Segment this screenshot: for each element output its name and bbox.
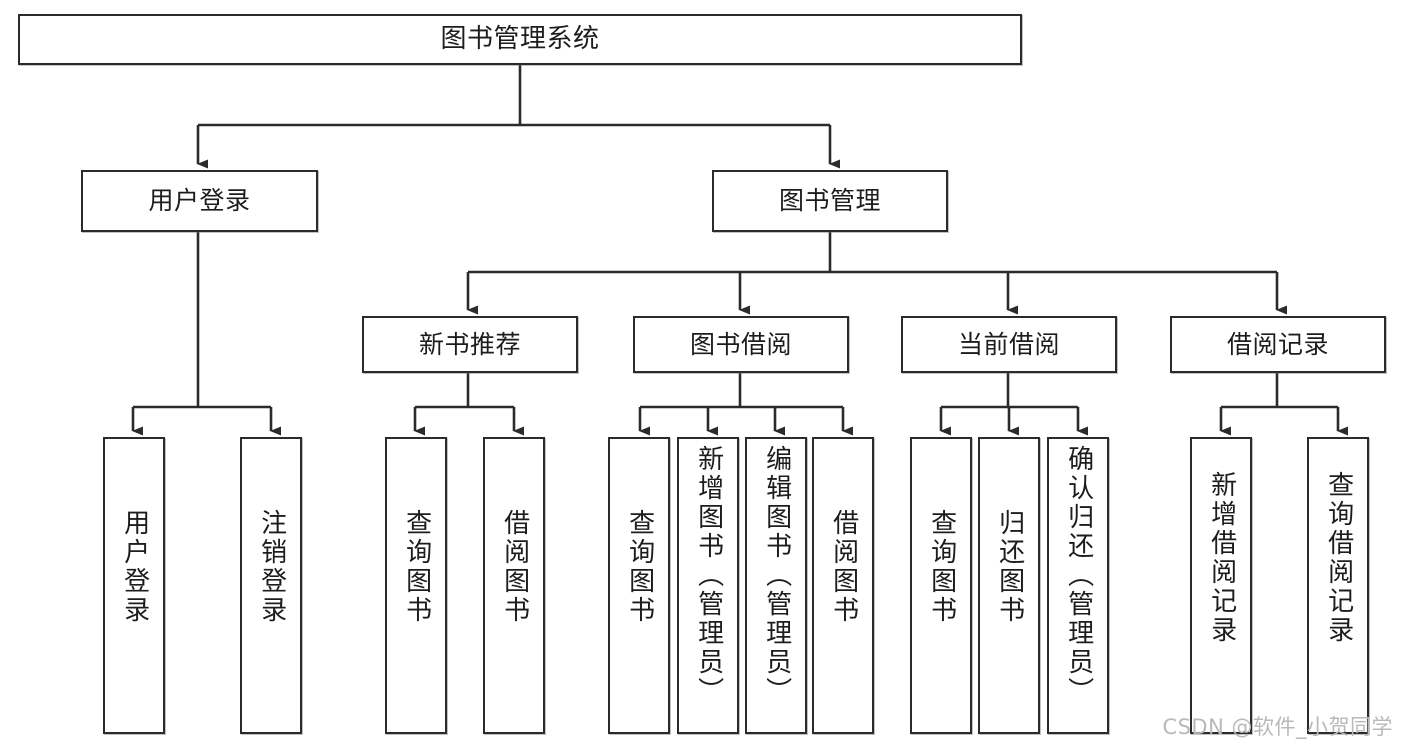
csdn-watermark: CSDN @软件_小贺同学 [1162,715,1393,739]
node-leaf-logout-login[interactable]: 注销登录 [240,437,302,734]
node-leaf-add-borrow-record[interactable]: 新增借阅记录 [1190,437,1252,734]
node-label: 新书推荐 [418,329,521,359]
node-label: 用户登录 [119,509,150,625]
node-label: 用户登录 [148,186,251,216]
node-label: 查询图书 [624,509,655,625]
node-book-borrow[interactable]: 图书借阅 [633,316,849,373]
node-label: 查询借阅记录 [1323,471,1354,645]
node-label: 新增借阅记录 [1206,471,1237,645]
node-leaf-edit-book[interactable]: 编辑图书（管理员） [745,437,807,734]
node-leaf-query-book-borrow[interactable]: 查询图书 [608,437,670,734]
node-label: 新增图书（管理员） [693,445,724,706]
node-leaf-query-borrow-record[interactable]: 查询借阅记录 [1307,437,1369,734]
node-label: 借阅图书 [828,509,859,625]
node-label: 编辑图书（管理员） [761,445,792,706]
node-current-borrow[interactable]: 当前借阅 [901,316,1117,373]
node-leaf-query-book-new-recommend[interactable]: 查询图书 [385,437,447,734]
node-new-book-recommend[interactable]: 新书推荐 [362,316,578,373]
node-leaf-query-book-current[interactable]: 查询图书 [910,437,972,734]
node-label: 确认归还（管理员） [1063,445,1094,706]
node-leaf-borrow-book-borrow[interactable]: 借阅图书 [812,437,874,734]
node-leaf-return-book[interactable]: 归还图书 [978,437,1040,734]
node-leaf-add-book[interactable]: 新增图书（管理员） [677,437,739,734]
node-label: 图书管理 [778,186,881,216]
node-borrow-record[interactable]: 借阅记录 [1170,316,1386,373]
node-label: 借阅图书 [499,509,530,625]
node-leaf-confirm-return[interactable]: 确认归还（管理员） [1047,437,1109,734]
node-label: 查询图书 [926,509,957,625]
node-leaf-user-login[interactable]: 用户登录 [103,437,165,734]
node-label: 注销登录 [256,509,287,625]
node-label: 图书借阅 [689,329,792,359]
node-book-management-system[interactable]: 图书管理系统 [18,14,1022,65]
node-book-manage[interactable]: 图书管理 [712,170,948,232]
node-label: 归还图书 [994,509,1025,625]
node-leaf-borrow-book-new-recommend[interactable]: 借阅图书 [483,437,545,734]
node-label: 图书管理系统 [440,24,600,55]
node-user-login[interactable]: 用户登录 [81,170,318,232]
node-label: 查询图书 [401,509,432,625]
node-label: 当前借阅 [957,329,1060,359]
node-label: 借阅记录 [1226,329,1329,359]
